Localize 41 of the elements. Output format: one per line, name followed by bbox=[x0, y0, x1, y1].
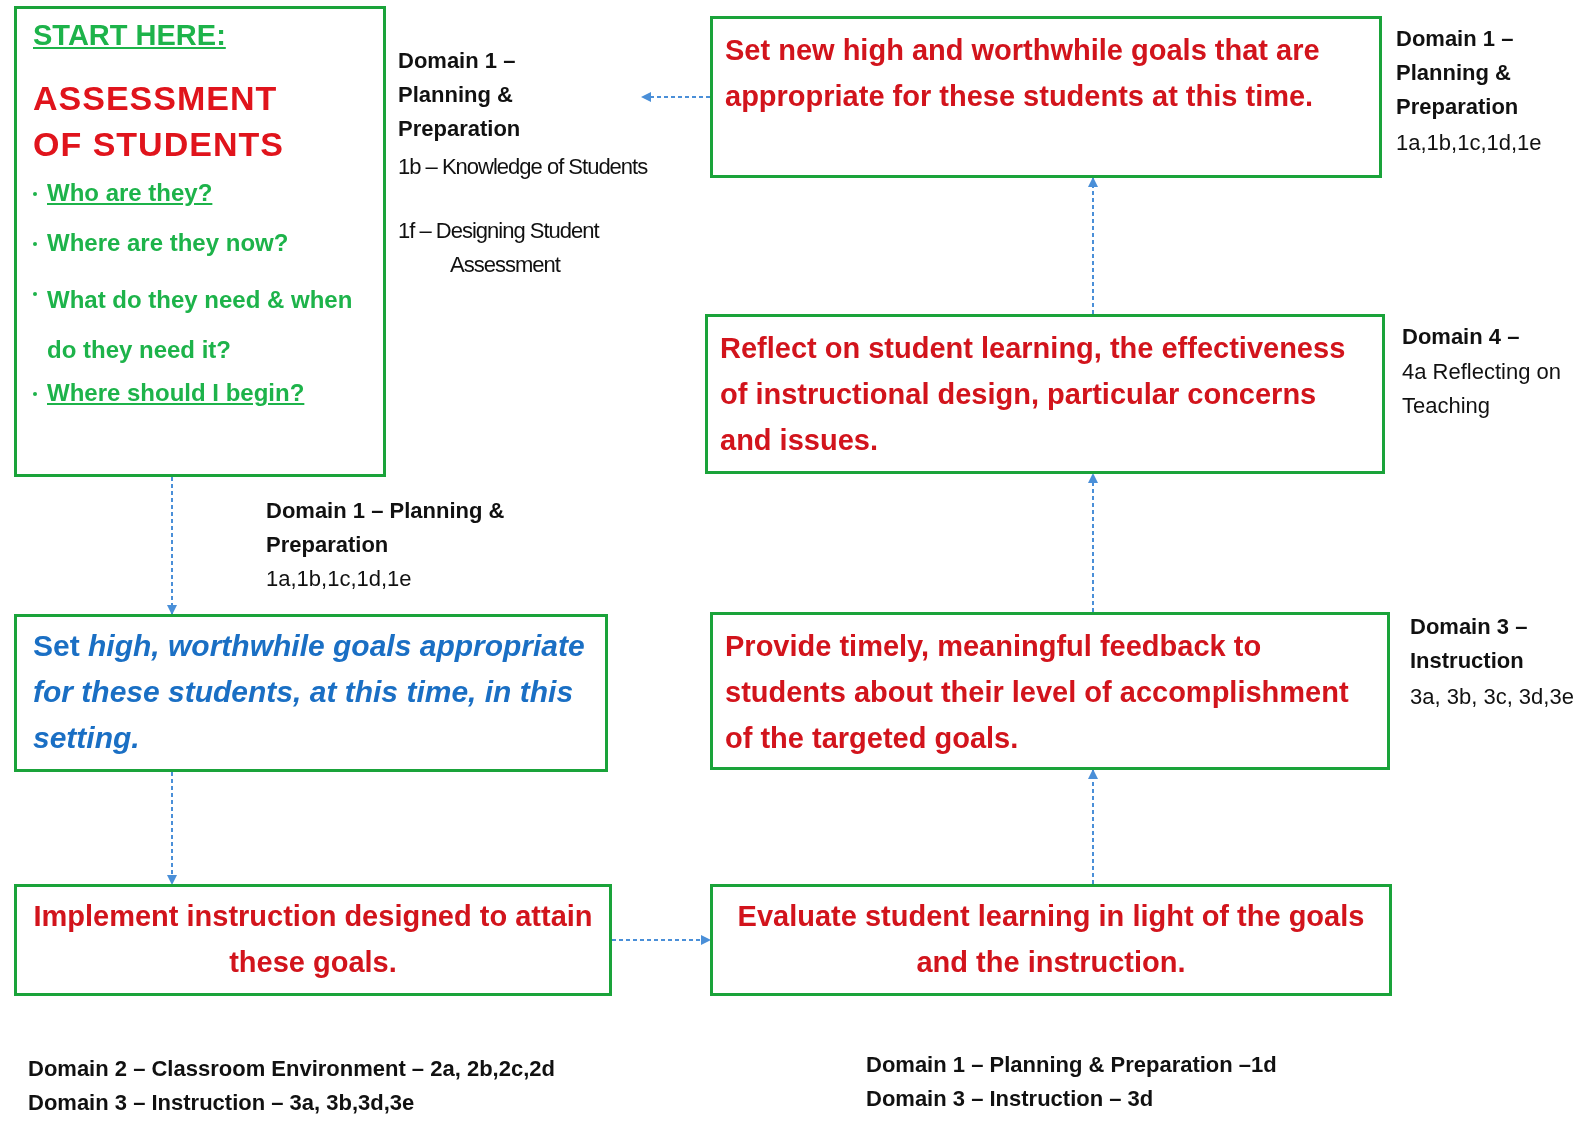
domain-note: Domain 3 – Instruction bbox=[1410, 613, 1529, 675]
box-text: 1f – Designing Student Assessment bbox=[398, 217, 601, 279]
box-text: 1b – Knowledge of Students bbox=[398, 153, 649, 181]
process-box bbox=[14, 884, 612, 996]
process-box bbox=[705, 314, 1385, 474]
box-text: Who are they? bbox=[47, 178, 213, 208]
process-box bbox=[710, 16, 1382, 178]
dashed-arrow bbox=[1088, 177, 1098, 315]
box-text: Implement instruction designed to attain these goals. bbox=[32, 899, 594, 980]
domain-note: Domain 1 – Planning & Preparation bbox=[266, 497, 506, 559]
box-text: Domain 1 – Planning & Preparation bbox=[398, 47, 522, 143]
domain-note: Domain 4 – bbox=[1402, 323, 1521, 351]
box-text: Set high, worthwhile goals appropriate for these students, at this time, in this setting. bbox=[33, 628, 586, 756]
box-text: Evaluate student learning in light of the goals and the instruction. bbox=[736, 899, 1366, 980]
dashed-arrow bbox=[167, 771, 177, 885]
process-box bbox=[14, 614, 608, 772]
start-box bbox=[14, 6, 386, 477]
domain-note: 1a,1b,1c,1d,1e bbox=[1396, 129, 1543, 157]
domain-note: 4a Reflecting on Teaching bbox=[1402, 358, 1562, 420]
dashed-arrow bbox=[167, 476, 177, 615]
box-text: START HERE: bbox=[33, 18, 226, 53]
dashed-arrow bbox=[641, 92, 711, 102]
box-text: Set new high and worthwhile goals that are appropriate for these students at this time. bbox=[725, 33, 1321, 114]
box-text: Provide timely, meaningful feedback to students about their level of accomplishment of the targeted goals. bbox=[725, 629, 1350, 756]
process-box bbox=[710, 612, 1390, 770]
domain-note: 1a,1b,1c,1d,1e bbox=[266, 565, 413, 593]
domain-note: 3a, 3b, 3c, 3d,3e bbox=[1410, 683, 1575, 711]
dashed-arrow bbox=[1088, 769, 1098, 885]
box-text: Where should I begin? bbox=[47, 378, 305, 408]
domain-note: Domain 3 – Instruction – 3d bbox=[866, 1085, 1155, 1113]
box-text: Reflect on student learning, the effectiveness of instructional design, particular concerns and issues. bbox=[720, 331, 1347, 458]
domain-note: Domain 1 – Planning & Preparation –1d bbox=[866, 1051, 1278, 1079]
domain-note: Domain 1 – Planning & Preparation bbox=[1396, 25, 1520, 121]
box-text: Where are they now? bbox=[47, 228, 289, 258]
dashed-arrow bbox=[1088, 473, 1098, 613]
box-text: What do they need & when do they need it? bbox=[47, 285, 354, 365]
box-text: ASSESSMENT OF STUDENTS bbox=[33, 78, 285, 165]
process-box bbox=[710, 884, 1392, 996]
domain-note: Domain 3 – Instruction – 3a, 3b,3d,3e bbox=[28, 1089, 416, 1117]
dashed-arrow bbox=[611, 935, 711, 945]
domain-note: Domain 2 – Classroom Environment – 2a, 2b,2c,2d bbox=[28, 1055, 556, 1083]
